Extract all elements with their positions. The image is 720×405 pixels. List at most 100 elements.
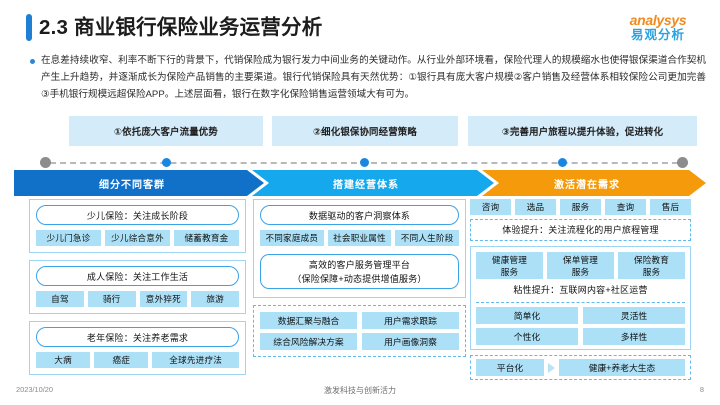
chip: 不同家庭成员 (260, 230, 324, 246)
journey-note-text: 体验提升：关注流程化的用户旅程管理 (502, 225, 659, 235)
footer: 2023/10/20 激发科技与创新活力 8 (0, 385, 720, 399)
chip: 保险教育 服务 (618, 252, 685, 279)
timeline-node-start-icon (40, 157, 51, 168)
chip: 少儿门急诊 (36, 230, 101, 246)
step-box-2: ②细化银保协同经营策略 (272, 116, 458, 146)
chip-row-capability-1: 数据汇聚与融合 用户需求跟踪 (260, 312, 459, 329)
bullet-dot-icon (30, 59, 35, 64)
chip-row-child: 少儿门急诊 少儿综合意外 储蓄教育金 (36, 230, 239, 246)
intro-text: 在息差持续收窄、利率不断下行的背景下，代销保险成为银行发力中间业务的关键动作。从… (41, 55, 706, 100)
chip-row-capability-2: 综合风险解决方案 用户画像洞察 (260, 333, 459, 350)
stickiness-note-text: 粘性提升：互联网内容+社区运营 (513, 285, 648, 295)
timeline-node-1-icon (162, 158, 171, 167)
chevron-label-1: 细分不同客群 (99, 179, 165, 191)
card-stickiness: 健康管理 服务 保单管理 服务 保险教育 服务 粘性提升：互联网内容+社区运营 (470, 246, 691, 350)
arrow-right-icon (548, 362, 555, 373)
chevron-segment-2: 搭建经营体系 (252, 170, 494, 196)
chip-line-1: 保单管理 (562, 254, 599, 265)
chip-line-2: 服务 (642, 266, 661, 277)
page-title: 2.3 商业银行保险业务运营分析 (26, 14, 322, 41)
chip: 社会职业属性 (327, 230, 392, 246)
chip: 储蓄教育金 (174, 230, 239, 246)
chip-row-services: 健康管理 服务 保单管理 服务 保险教育 服务 (476, 252, 685, 279)
chevron-band: 细分不同客群 搭建经营体系 激活潜在需求 (14, 170, 706, 196)
chip: 售后 (650, 199, 691, 215)
chip: 旅游 (191, 291, 239, 307)
intro-paragraph: 在息差持续收窄、利率不断下行的背景下，代销保险成为银行发力中间业务的关键动作。从… (30, 52, 706, 103)
chip-row-adult: 自驾 骑行 意外猝死 旅游 (36, 291, 239, 307)
card-title-elderly: 老年保险：关注养老需求 (36, 327, 239, 347)
timeline-node-2-icon (360, 158, 369, 167)
chip: 咨询 (470, 199, 511, 215)
card-data-capabilities: 数据汇聚与融合 用户需求跟踪 综合风险解决方案 用户画像洞察 (253, 305, 466, 357)
chip-line-2: 服务 (571, 266, 590, 277)
note-journey: 体验提升：关注流程化的用户旅程管理 (470, 219, 691, 241)
divider (476, 302, 685, 303)
chip: 用户需求跟踪 (362, 312, 459, 329)
card-customer-insight: 数据驱动的客户洞察体系 不同家庭成员 社会职业属性 不同人生阶段 高效的客户服务… (253, 199, 466, 298)
platform-line-2: （保险保障+动态提供增值服务） (292, 273, 427, 284)
chip: 数据汇聚与融合 (260, 312, 357, 329)
chip: 少儿综合意外 (105, 230, 170, 246)
chip: 癌症 (94, 352, 149, 368)
chip: 骑行 (87, 291, 136, 307)
chip: 大病 (36, 352, 91, 368)
title-accent-bar (26, 14, 32, 41)
card-elderly-insurance: 老年保险：关注养老需求 大病 癌症 全球先进疗法 (29, 321, 246, 375)
chip: 综合风险解决方案 (260, 333, 357, 350)
chevron-segment-1: 细分不同客群 (14, 170, 264, 196)
ecosystem-row: 平台化 健康+养老大生态 (476, 359, 685, 376)
card-title-child: 少儿保险：关注成长阶段 (36, 205, 239, 225)
insight-title: 数据驱动的客户洞察体系 (260, 205, 459, 225)
chip: 个性化 (476, 328, 578, 345)
chip-line-1: 健康管理 (491, 254, 528, 265)
chip: 意外猝死 (139, 291, 188, 307)
column-segment-operations: 数据驱动的客户洞察体系 不同家庭成员 社会职业属性 不同人生阶段 高效的客户服务… (253, 199, 466, 364)
chip-row-elderly: 大病 癌症 全球先进疗法 (36, 352, 240, 368)
chip: 灵活性 (583, 307, 685, 324)
footer-date: 2023/10/20 (16, 385, 53, 394)
chip: 选品 (515, 199, 556, 215)
chip: 健康+养老大生态 (559, 359, 685, 376)
content-columns: 少儿保险：关注成长阶段 少儿门急诊 少儿综合意外 储蓄教育金 成人保险：关注工作… (0, 199, 720, 380)
chip-row-journey: 咨询 选品 服务 查询 售后 (470, 199, 691, 215)
footer-slogan: 激发科技与创新活力 (324, 386, 396, 395)
column-segment-demand: 咨询 选品 服务 查询 售后 体验提升：关注流程化的用户旅程管理 健康管理 服务… (470, 199, 691, 387)
chip: 保单管理 服务 (547, 252, 614, 279)
chevron-label-3: 激活潜在需求 (554, 179, 620, 191)
chip-line-1: 保险教育 (633, 254, 670, 265)
card-child-insurance: 少儿保险：关注成长阶段 少儿门急诊 少儿综合意外 储蓄教育金 (29, 199, 246, 253)
platform-box: 高效的客户服务管理平台 （保险保障+动态提供增值服务） (260, 254, 459, 289)
chip: 查询 (605, 199, 646, 215)
chip-row-insight: 不同家庭成员 社会职业属性 不同人生阶段 (260, 230, 460, 246)
card-title-adult: 成人保险：关注工作生活 (36, 266, 239, 286)
step-boxes: ①依托庞大客户流量优势 ②细化银保协同经营策略 ③完善用户旅程以提升体验，促进转… (0, 116, 720, 146)
chip: 用户画像洞察 (362, 333, 459, 350)
chip-row-attr-1: 简单化 灵活性 (476, 307, 685, 324)
chevron-segment-3: 激活潜在需求 (482, 170, 706, 196)
step-box-1: ①依托庞大客户流量优势 (69, 116, 263, 146)
column-segment-customers: 少儿保险：关注成长阶段 少儿门急诊 少儿综合意外 储蓄教育金 成人保险：关注工作… (29, 199, 246, 382)
footer-page-number: 8 (699, 385, 704, 394)
card-ecosystem: 平台化 健康+养老大生态 (470, 355, 691, 380)
chip: 不同人生阶段 (395, 230, 460, 246)
chevron-label-2: 搭建经营体系 (333, 179, 399, 191)
timeline-node-end-icon (677, 157, 688, 168)
chip: 服务 (560, 199, 601, 215)
chip: 健康管理 服务 (476, 252, 543, 279)
chip: 平台化 (476, 359, 544, 376)
card-adult-insurance: 成人保险：关注工作生活 自驾 骑行 意外猝死 旅游 (29, 260, 246, 314)
chip: 自驾 (36, 291, 84, 307)
platform-line-1: 高效的客户服务管理平台 (308, 259, 411, 270)
logo-subtitle: 易观分析 (630, 28, 685, 42)
analysys-logo: analysys 易观分析 (610, 12, 706, 43)
logo-wordmark: analysys (629, 12, 687, 28)
chip: 简单化 (476, 307, 578, 324)
chip: 多样性 (583, 328, 685, 345)
timeline-node-3-icon (558, 158, 567, 167)
chip: 全球先进疗法 (152, 352, 240, 368)
timeline-connector (40, 157, 688, 169)
chip-row-attr-2: 个性化 多样性 (476, 328, 685, 345)
title-text: 2.3 商业银行保险业务运营分析 (39, 16, 323, 39)
